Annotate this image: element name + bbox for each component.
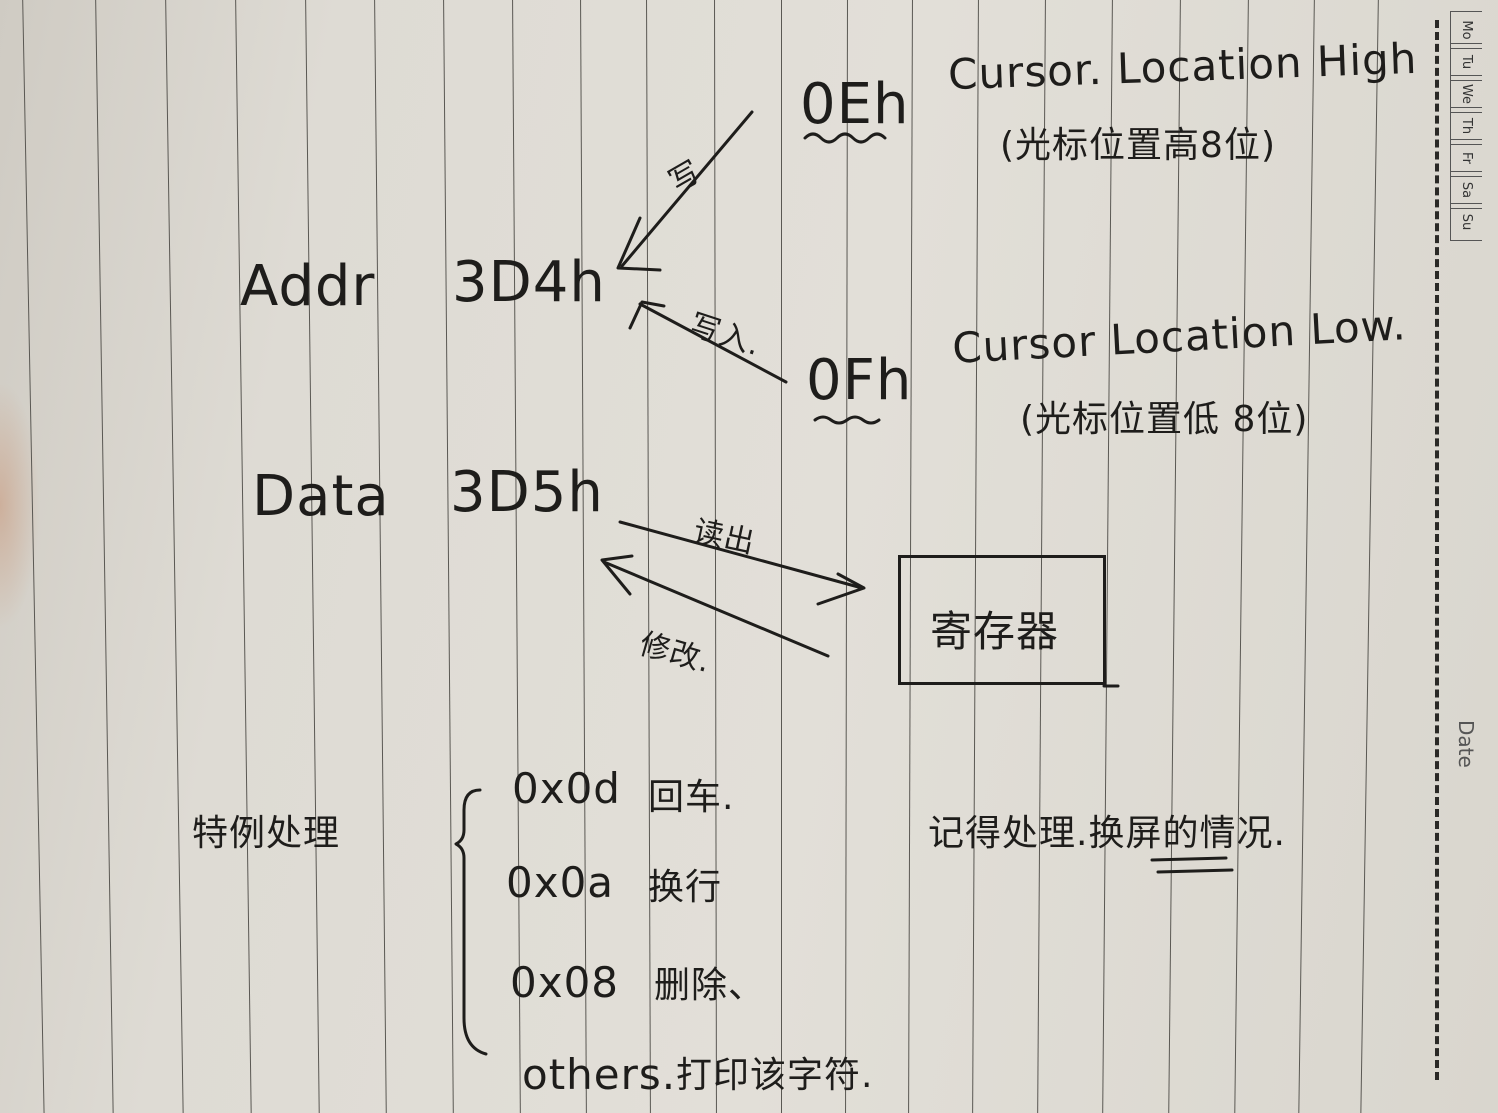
arrowhead-read-out (816, 572, 866, 606)
note-addr-label: Addr (240, 254, 376, 319)
note-ofh: 0Fh (806, 348, 913, 413)
squiggle-oeh (803, 132, 887, 144)
date-label: Date (1454, 720, 1478, 768)
arrowhead-write-low (628, 300, 666, 330)
arrowhead-write-high (616, 216, 662, 272)
ruled-line (781, 0, 782, 1113)
arrow-write-high (620, 110, 754, 268)
note-cursor-high-cn: (光标位置高8位) (1000, 125, 1276, 166)
note-special-cases: 特例处理 (192, 813, 341, 854)
underline-1 (1150, 856, 1228, 862)
case-08-code: 0x08 (510, 958, 620, 1007)
arrow-write-low (638, 302, 788, 384)
note-reminder: 记得处理.换屏的情况. (928, 813, 1286, 854)
case-other-desc: 打印该字符. (676, 1055, 874, 1096)
squiggle-ofh (813, 415, 881, 425)
note-oeh: 0Eh (800, 72, 910, 137)
case-08-desc: 删除、 (654, 965, 766, 1006)
note-cursor-low-cn: (光标位置低 8位) (1020, 399, 1309, 440)
weekday-strip: Mo Tu We Th Fr Sa Su (1447, 11, 1485, 241)
case-0d-desc: 回车. (648, 777, 735, 818)
case-0a-code: 0x0a (506, 858, 615, 907)
case-other-code: others. (522, 1050, 677, 1099)
note-data-value: 3D5h (450, 460, 604, 525)
perforation-line (1435, 20, 1439, 1080)
case-0a-desc: 换行 (648, 867, 723, 908)
register-label: 寄存器 (930, 607, 1060, 656)
case-0d-code: 0x0d (512, 764, 621, 813)
note-addr-value: 3D4h (452, 250, 606, 315)
arrow-modify (602, 560, 830, 658)
arrow-read-out (618, 520, 864, 590)
note-data-label: Data (252, 464, 390, 529)
arrowhead-modify (600, 554, 634, 596)
brace (454, 788, 488, 1056)
register-box (898, 555, 1106, 685)
weekday-su: Su (1450, 203, 1482, 241)
underline-2 (1156, 868, 1234, 874)
